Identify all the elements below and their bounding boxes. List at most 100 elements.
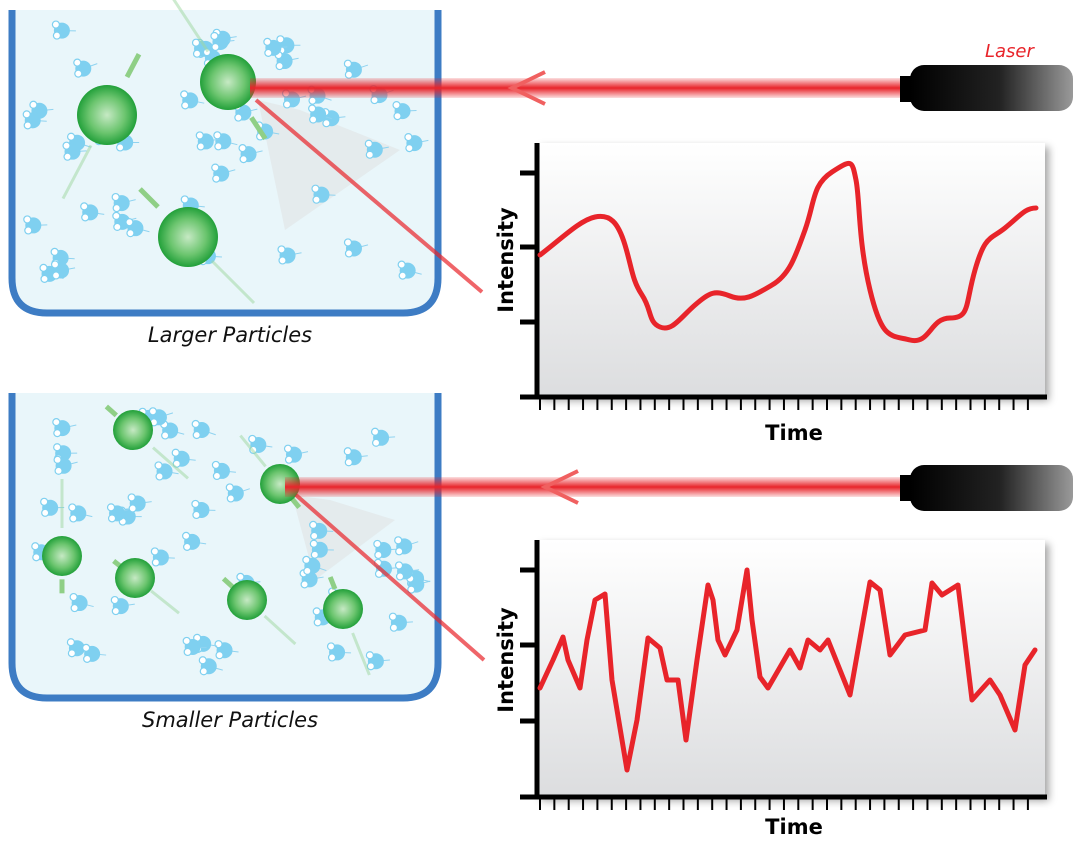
scattered-beam-top	[254, 98, 484, 294]
water-molecule-icon	[69, 592, 94, 613]
water-molecule-icon	[68, 503, 93, 523]
water-molecule-icon	[191, 419, 216, 440]
water-molecule-icon	[365, 651, 390, 671]
water-molecule-icon	[110, 595, 135, 616]
intensity-trace	[537, 567, 1038, 773]
laser-device-bottom	[900, 465, 1073, 511]
water-molecule-icon	[343, 447, 368, 467]
water-molecule-icon	[308, 104, 333, 124]
water-molecule-icon	[106, 503, 132, 523]
water-molecule-icon	[82, 643, 107, 663]
water-molecule-icon	[112, 211, 137, 232]
water-molecule-icon	[111, 192, 136, 213]
water-molecule-icon	[404, 132, 429, 153]
water-molecule-icon	[191, 499, 216, 520]
particle	[138, 187, 256, 305]
water-molecule-icon	[302, 555, 327, 575]
particle	[323, 576, 371, 676]
y-axis-label: Intensity	[494, 607, 518, 713]
caption-smaller-particles: Smaller Particles	[142, 708, 318, 732]
water-molecule-icon	[23, 215, 48, 235]
motion-arrow-icon	[249, 116, 268, 141]
water-molecule-icon	[160, 420, 185, 440]
water-molecule-icon	[62, 141, 87, 161]
x-axis-label: Time	[765, 815, 823, 839]
water-molecule-icon	[343, 238, 369, 258]
plot-axes	[520, 143, 1047, 410]
water-molecule-icon	[211, 460, 236, 481]
motion-arrow-icon	[138, 187, 160, 209]
water-molecule-icon	[326, 642, 352, 662]
water-molecule-icon	[392, 101, 417, 121]
water-molecule-icon	[210, 31, 235, 52]
laser-label: Laser	[985, 41, 1036, 62]
motion-arrow-icon	[104, 404, 118, 418]
water-molecule-icon	[66, 638, 91, 658]
water-molecule-icon	[248, 434, 273, 455]
intensity-trace	[537, 161, 1039, 344]
plot-background	[537, 143, 1045, 397]
water-molecule-icon	[309, 520, 334, 540]
water-molecule-icon	[80, 202, 105, 222]
beaker-large	[8, 0, 442, 317]
water-molecule-icon	[52, 418, 77, 438]
scattered-beam-bottom	[294, 493, 486, 662]
motion-arrow-icon	[290, 497, 302, 510]
water-molecule-icon	[238, 144, 263, 164]
laser-device-top	[900, 65, 1073, 111]
beam-arrow-icon	[507, 70, 546, 106]
water-molecule-icon	[40, 497, 65, 517]
particle	[104, 404, 189, 480]
water-molecule-icon	[276, 35, 301, 55]
laser-beam-top	[250, 78, 905, 98]
water-molecule-icon	[370, 427, 396, 447]
water-molecule-icon	[154, 461, 179, 481]
water-molecule-icon	[263, 37, 288, 57]
particles-small	[42, 404, 371, 676]
water-molecule-icon	[211, 163, 236, 183]
water-molecule-icon	[213, 131, 238, 151]
x-axis-label: Time	[765, 421, 823, 445]
intensity-plot-large: Intensity Time	[494, 143, 1047, 445]
water-molecule-icon	[198, 656, 223, 676]
water-molecule-icon	[180, 90, 205, 110]
water-molecule-icon	[150, 547, 175, 567]
motion-arrow-icon	[124, 53, 142, 79]
water-molecule-icon	[277, 245, 302, 265]
water-molecule-icon	[364, 139, 389, 159]
y-axis-label: Intensity	[494, 207, 518, 313]
water-molecule-icon	[311, 184, 336, 204]
water-molecule-icon	[214, 640, 239, 660]
beaker-small	[8, 393, 442, 702]
water-molecule-icon	[195, 131, 220, 151]
water-molecule-icon	[22, 110, 47, 130]
particle	[42, 479, 82, 594]
particle	[61, 53, 142, 200]
water-molecule-icon	[73, 58, 98, 78]
water-molecule-icon	[388, 612, 413, 632]
water-molecule-icon	[283, 444, 309, 464]
particle	[221, 576, 297, 646]
water-molecule-icon	[394, 561, 420, 581]
water-molecule-icon	[182, 636, 207, 657]
motion-arrow-icon	[327, 576, 338, 590]
laser-beam-bottom	[285, 477, 905, 497]
water-molecule-icon	[373, 539, 398, 560]
water-molecule-icon	[225, 483, 250, 503]
water-molecule-icon	[309, 539, 334, 559]
water-molecule-icon	[127, 493, 152, 513]
particle	[172, 0, 268, 141]
motion-arrow-icon	[221, 576, 235, 589]
plot-axes	[520, 540, 1047, 810]
water-molecule-icon	[50, 260, 76, 280]
intensity-plot-small: Intensity Time	[494, 540, 1047, 839]
water-molecule-icon	[53, 455, 78, 475]
water-molecule-icon	[343, 59, 369, 79]
plot-background	[537, 540, 1045, 797]
caption-larger-particles: Larger Particles	[148, 323, 312, 347]
beam-arrow-icon	[540, 469, 579, 505]
particles-large	[61, 0, 268, 305]
water-molecule-icon	[397, 260, 422, 280]
